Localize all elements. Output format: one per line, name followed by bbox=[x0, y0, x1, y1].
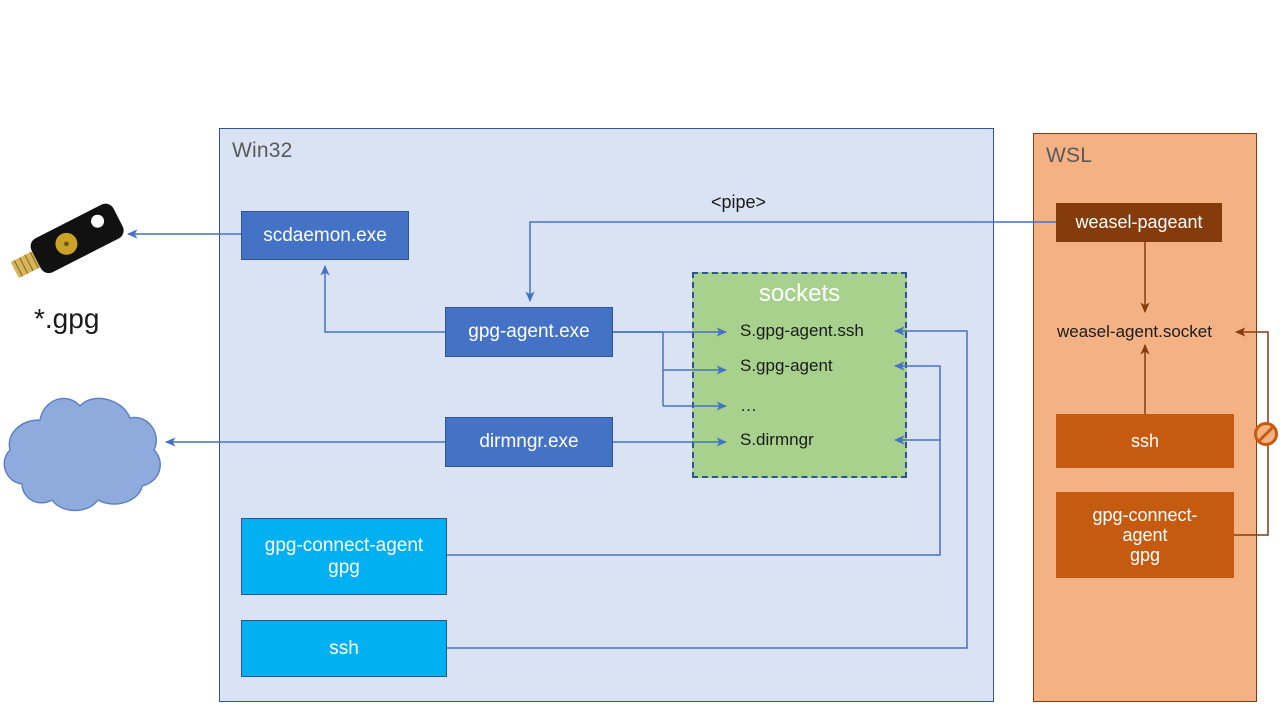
process-box-gpg-connect-agent-wsl[interactable]: gpg-connect- agent gpg bbox=[1056, 492, 1234, 578]
cloud-label-line3: Keyservers bbox=[41, 448, 117, 466]
sockets-title: sockets bbox=[758, 280, 841, 307]
gpg-file-caption: *.gpg bbox=[34, 303, 100, 334]
win32-label: Win32 bbox=[232, 139, 293, 162]
wsl-label: WSL bbox=[1046, 144, 1093, 167]
cloud-label: OCSP X.509 Keyservers bbox=[20, 404, 138, 468]
process-box-ssh-win32[interactable]: ssh bbox=[241, 620, 447, 677]
process-box-weasel-pageant[interactable]: weasel-pageant bbox=[1056, 203, 1222, 242]
process-label-gpg-connect-wsl-line2: agent bbox=[1122, 524, 1168, 545]
process-label-ssh-win32: ssh bbox=[329, 637, 359, 659]
process-box-gpg-agent[interactable]: gpg-agent.exe bbox=[445, 307, 613, 357]
process-label-weasel-pageant: weasel-pageant bbox=[1075, 212, 1203, 233]
prohibited-icon bbox=[1254, 422, 1278, 446]
socket-item-gpg-agent: S.gpg-agent bbox=[740, 356, 833, 375]
process-label-ssh-wsl: ssh bbox=[1130, 430, 1159, 451]
process-label-gpg-agent: gpg-agent.exe bbox=[468, 321, 590, 343]
process-label-gpg-connect-wsl-line1: gpg-connect- bbox=[1092, 504, 1198, 525]
process-label-dirmngr: dirmngr.exe bbox=[479, 431, 579, 453]
process-box-gpg-connect-agent-win32[interactable]: gpg-connect-agent gpg bbox=[241, 518, 447, 595]
process-label-gpg-connect-agent-line1: gpg-connect-agent bbox=[264, 535, 424, 557]
usb-security-key-icon bbox=[11, 203, 124, 278]
process-box-ssh-wsl[interactable]: ssh bbox=[1056, 414, 1234, 468]
process-box-scdaemon[interactable]: scdaemon.exe bbox=[241, 211, 409, 260]
pipe-connection-label: <pipe> bbox=[711, 192, 767, 212]
socket-item-gpg-agent-ssh: S.gpg-agent.ssh bbox=[740, 321, 864, 340]
process-label-scdaemon: scdaemon.exe bbox=[263, 224, 387, 246]
cloud-label-line2: X.509 bbox=[59, 427, 99, 445]
socket-item-ellipsis: … bbox=[740, 396, 757, 415]
process-label-gpg-connect-wsl-line3: gpg bbox=[1129, 545, 1161, 566]
process-label-gpg-connect-agent-line2: gpg bbox=[328, 556, 360, 578]
cloud-label-line1: OCSP bbox=[57, 406, 101, 423]
socket-item-dirmngr: S.dirmngr bbox=[740, 430, 814, 449]
weasel-agent-socket-label: weasel-agent.socket bbox=[1057, 322, 1212, 341]
process-box-dirmngr[interactable]: dirmngr.exe bbox=[445, 417, 613, 467]
